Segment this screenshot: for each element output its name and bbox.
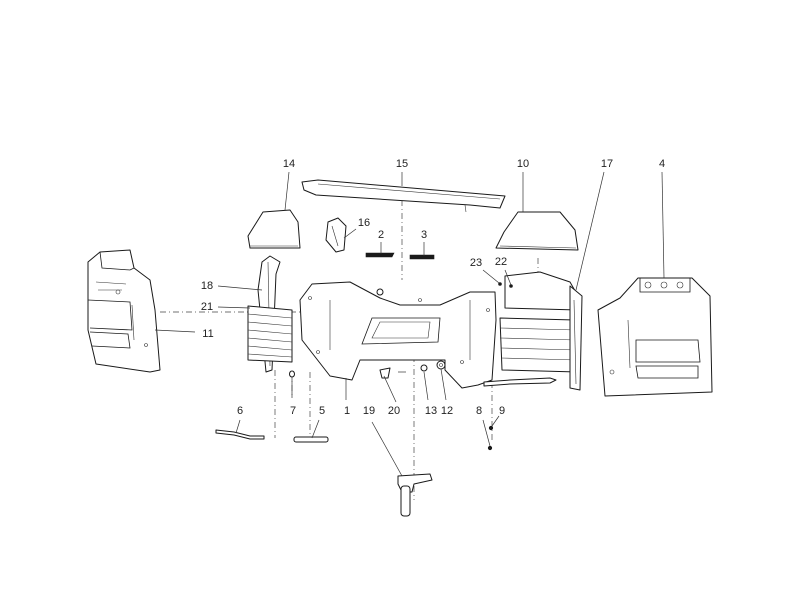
part-vent-2 — [365, 252, 395, 258]
part-main-panel — [299, 281, 497, 389]
callout-labels: 14 15 10 17 4 16 2 3 23 22 18 21 11 6 7 … — [201, 158, 665, 417]
part-tube-5 — [293, 436, 329, 443]
callout-15: 15 — [396, 158, 408, 170]
part-tow-hook-19 — [397, 473, 433, 517]
part-clip-bracket — [325, 217, 347, 253]
part-left-grille — [247, 305, 293, 363]
callout-17: 17 — [601, 158, 613, 170]
part-right-grille — [499, 317, 579, 373]
part-nut-8 — [487, 445, 493, 451]
leader-lines — [154, 171, 665, 477]
callout-19: 19 — [363, 405, 375, 417]
part-rod-right — [483, 377, 557, 387]
callout-4: 4 — [659, 158, 665, 170]
callout-3: 3 — [421, 229, 427, 241]
callout-14: 14 — [283, 158, 295, 170]
callout-2: 2 — [378, 229, 384, 241]
callout-18: 18 — [201, 280, 213, 292]
part-grommet-12 — [436, 360, 446, 370]
callout-6: 6 — [237, 405, 243, 417]
callout-23: 23 — [470, 257, 482, 269]
part-vent-3 — [409, 254, 435, 260]
callout-10: 10 — [517, 158, 529, 170]
callout-8: 8 — [476, 405, 482, 417]
part-fasteners-22-23 — [498, 282, 513, 288]
part-top-bar — [301, 179, 506, 213]
part-nut-9 — [488, 425, 494, 431]
callout-16: 16 — [358, 217, 370, 229]
callout-5: 5 — [319, 405, 325, 417]
callout-20: 20 — [388, 405, 400, 417]
callout-22: 22 — [495, 256, 507, 268]
part-right-bracket — [504, 271, 583, 391]
part-left-end-cap — [247, 209, 301, 249]
part-grommet-13 — [420, 364, 428, 372]
part-rod-6 — [215, 429, 265, 440]
part-plug-20 — [379, 367, 406, 379]
callout-9: 9 — [499, 405, 505, 417]
part-right-end-cap — [495, 211, 579, 251]
callout-11: 11 — [202, 328, 213, 340]
part-right-corner-panel — [597, 277, 713, 397]
callout-12: 12 — [441, 405, 453, 417]
callout-7: 7 — [290, 405, 296, 417]
callout-13: 13 — [425, 405, 437, 417]
part-fastener-7 — [289, 370, 295, 378]
callout-21: 21 — [201, 301, 213, 313]
callout-1: 1 — [344, 405, 350, 417]
part-left-corner-panel — [87, 249, 161, 373]
